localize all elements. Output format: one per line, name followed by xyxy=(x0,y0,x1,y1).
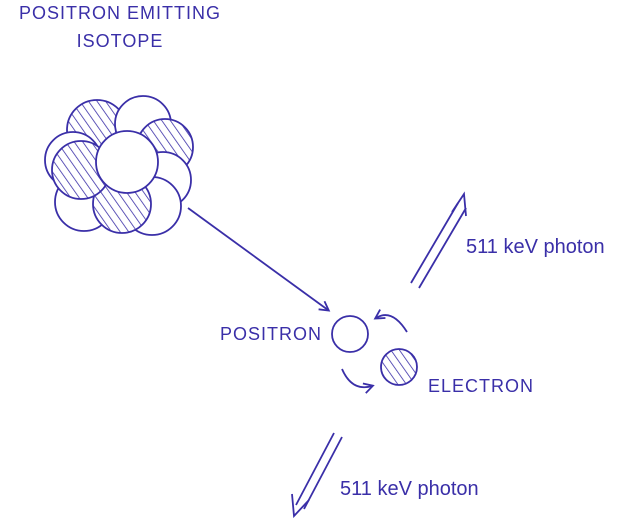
orbit-arrow-upper xyxy=(373,309,408,333)
photon-arrow-lower xyxy=(291,432,343,518)
positron-particle xyxy=(331,315,369,353)
photon-label-upper: 511 keV photon xyxy=(466,236,605,258)
isotope-title-line1: POSITRON EMITTING xyxy=(19,3,221,23)
isotope-title-line2: ISOTOPE xyxy=(77,31,164,51)
electron-particle xyxy=(380,348,418,386)
nucleus-cluster xyxy=(44,95,194,236)
electron-label: ELECTRON xyxy=(428,376,534,396)
photon-label-lower: 511 keV photon xyxy=(340,478,479,500)
orbit-arrow-lower xyxy=(341,368,375,394)
positron-label: POSITRON xyxy=(220,324,322,344)
nucleon-neutron xyxy=(95,130,159,194)
emission-arrow xyxy=(187,207,331,312)
photon-arrow-upper xyxy=(410,191,467,289)
